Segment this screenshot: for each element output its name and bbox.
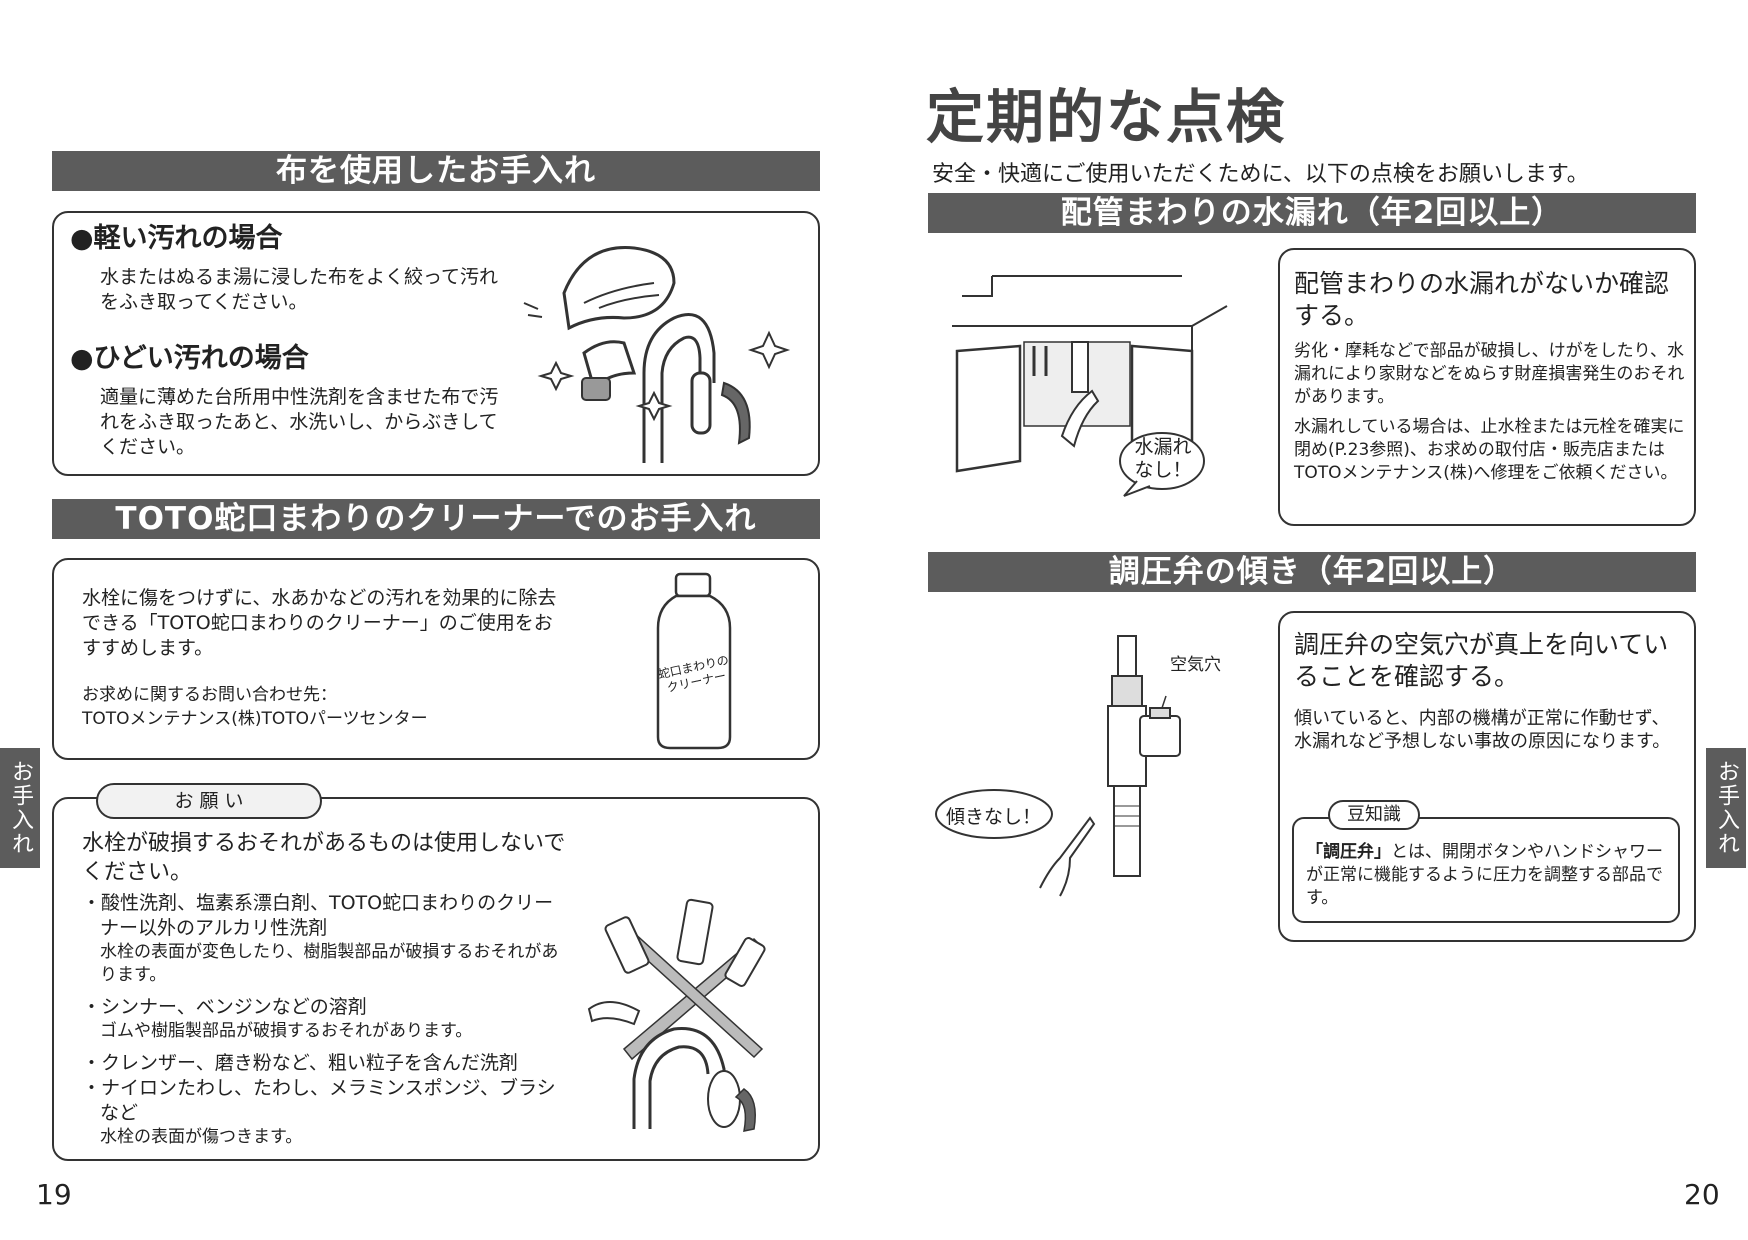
page-title: 定期的な点検 [926, 83, 1287, 151]
pressure-valve-box: 調圧弁の空気穴が真上を向いていることを確認する。 傾いていると、内部の機構が正常… [1278, 611, 1696, 942]
pipe-leak-para-1: 劣化・摩耗などで部品が破損し、けがをしたり、水漏れにより家財などをぬらす財産損害… [1294, 341, 1685, 407]
page-number-right: 20 [1684, 1178, 1720, 1211]
request-item-main: ・ナイロンたわし、たわし、メラミンスポンジ、ブラシなど [82, 1077, 556, 1124]
tilt-bubble-text: 傾きなし！ [946, 806, 1042, 828]
request-item: ・クレンザー、磨き粉など、粗い粒子を含んだ洗剤 [82, 1051, 572, 1076]
faucet-cloth-illustration [523, 246, 791, 463]
cloth-care-box: ●軽い汚れの場合 水またはぬるま湯に浸した布をよく絞って汚れをふき取ってください… [52, 211, 820, 476]
prohibited-items-illustration [587, 898, 766, 1132]
cabinet-leak-illustration [952, 275, 1228, 497]
heavy-stain-title: ●ひどい汚れの場合 [70, 343, 309, 374]
tip-bold: 「調圧弁」 [1306, 842, 1391, 862]
no-leak-bubble: 水漏れ なし！ [1128, 436, 1198, 482]
request-item: ・シンナー、ベンジンなどの溶剤 ゴムや樹脂製部品が破損するおそれがあります。 [82, 995, 572, 1043]
request-title: 水栓が破損するおそれがあるものは使用しないでください。 [82, 831, 566, 885]
section-header-pressure-valve: 調圧弁の傾き（年2回以上） [928, 552, 1696, 592]
pressure-valve-para: 傾いていると、内部の機構が正常に作動せず、水漏れなど予想しない事故の原因になりま… [1294, 708, 1671, 752]
heavy-stain-body: 適量に薄めた台所用中性洗剤を含ませた布で汚れをふき取ったあと、水洗いし、からぶき… [100, 386, 499, 458]
tip-text: 「調圧弁」とは、開閉ボタンやハンドシャワーが正常に機能するように圧力を調整する部… [1306, 841, 1668, 910]
request-box: 水栓が破損するおそれがあるものは使用しないでください。 ・酸性洗剤、塩素系漂白剤… [52, 797, 820, 1161]
pipe-leak-box-title: 配管まわりの水漏れがないか確認する。 [1294, 269, 1670, 330]
section-header-pipe-leak: 配管まわりの水漏れ（年2回以上） [928, 193, 1696, 233]
no-leak-bubble-line-2: なし！ [1134, 459, 1192, 481]
tip-box: 「調圧弁」とは、開閉ボタンやハンドシャワーが正常に機能するように圧力を調整する部… [1292, 817, 1680, 923]
page-number-left: 19 [36, 1178, 72, 1211]
request-item-main: ・シンナー、ベンジンなどの溶剤 [82, 996, 367, 1018]
cleaner-body: 水栓に傷をつけずに、水あかなどの汚れを効果的に除去できる「TOTO蛇口まわりのク… [82, 587, 557, 659]
request-item-sub: ゴムや樹脂製部品が破損するおそれがあります。 [100, 1021, 473, 1041]
cleaner-bottle-illustration [656, 572, 732, 750]
light-stain-title: ●軽い汚れの場合 [70, 223, 283, 254]
request-item: ・酸性洗剤、塩素系漂白剤、TOTO蛇口まわりのクリーナー以外のアルカリ性洗剤 水… [82, 891, 572, 987]
page-intro: 安全・快適にご使用いただくために、以下の点検をお願いします。 [932, 162, 1589, 187]
request-item-main: ・酸性洗剤、塩素系漂白剤、TOTO蛇口まわりのクリーナー以外のアルカリ性洗剤 [82, 892, 554, 939]
section-header-cleaner-care: TOTO蛇口まわりのクリーナーでのお手入れ [52, 499, 820, 539]
tilt-bubble-shape [935, 789, 1053, 839]
air-hole-label: 空気穴 [1170, 655, 1221, 675]
pressure-valve-box-title: 調圧弁の空気穴が真上を向いていることを確認する。 [1294, 630, 1669, 691]
side-tab-left: お手入れ [0, 748, 40, 868]
light-stain-body: 水またはぬるま湯に浸した布をよく絞って汚れをふき取ってください。 [100, 266, 499, 313]
cleaner-care-box: 水栓に傷をつけずに、水あかなどの汚れを効果的に除去できる「TOTO蛇口まわりのク… [52, 558, 820, 760]
request-item-main: ・クレンザー、磨き粉など、粗い粒子を含んだ洗剤 [82, 1052, 518, 1074]
tip-body: とは、開閉ボタンやハンドシャワーが正常に機能するように圧力を調整する部品です。 [1306, 842, 1663, 908]
request-tag: お 願 い [96, 783, 322, 819]
contact-label: お求めに関するお問い合わせ先： [82, 685, 337, 705]
side-tab-right: お手入れ [1706, 748, 1746, 868]
pipe-leak-para-2: 水漏れしている場合は、止水栓または元栓を確実に閉め(P.23参照)、お求めの取付… [1294, 417, 1685, 483]
no-leak-bubble-line-1: 水漏れ [1134, 436, 1192, 458]
pipe-leak-box: 配管まわりの水漏れがないか確認する。 劣化・摩耗などで部品が破損し、けがをしたり… [1278, 248, 1696, 526]
request-list: ・酸性洗剤、塩素系漂白剤、TOTO蛇口まわりのクリーナー以外のアルカリ性洗剤 水… [82, 891, 572, 1149]
pressure-valve-illustration [1107, 635, 1181, 877]
request-item-sub: 水栓の表面が変色したり、樹脂製部品が破損するおそれがあります。 [100, 942, 559, 985]
contact-value: TOTOメンテナンス(株)TOTOパーツセンター [82, 709, 428, 729]
tip-tag: 豆知識 [1328, 800, 1420, 830]
section-header-cloth-care: 布を使用したお手入れ [52, 151, 820, 191]
request-item-sub: 水栓の表面が傷つきます。 [100, 1127, 303, 1147]
pointing-hand-illustration [1039, 816, 1096, 897]
request-item: ・ナイロンたわし、たわし、メラミンスポンジ、ブラシなど 水栓の表面が傷つきます。 [82, 1076, 572, 1149]
